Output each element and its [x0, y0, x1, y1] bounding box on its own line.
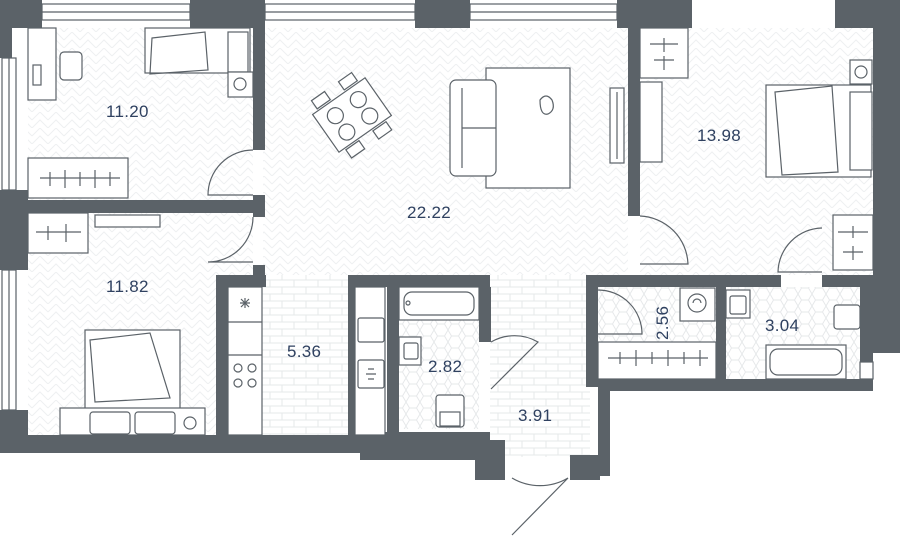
furniture-bedroom-3	[639, 27, 874, 271]
room-area-hallway: 3.91	[518, 406, 552, 425]
room-area-bedroom-1: 11.20	[106, 102, 149, 121]
windows	[1, 3, 618, 411]
furniture-living-room	[310, 67, 625, 189]
floor-hallway	[490, 275, 590, 457]
room-area-bedroom-3: 13.98	[697, 126, 741, 145]
furniture-bathroom-2	[725, 289, 874, 380]
furniture-kitchen	[227, 286, 386, 436]
floor-living-room	[263, 28, 628, 275]
room-area-bathroom: 2.82	[428, 357, 462, 376]
room-labels: 11.20 22.22 13.98 11.82 5.36 2.82 3.91 2…	[106, 102, 799, 425]
room-area-bedroom-2: 11.82	[106, 277, 149, 296]
room-area-laundry: 2.56	[653, 306, 672, 340]
doors	[207, 149, 823, 536]
room-area-bathroom-2: 3.04	[765, 316, 799, 335]
room-area-kitchen: 5.36	[287, 342, 321, 361]
furniture-bathroom	[398, 286, 480, 428]
furniture-laundry	[597, 287, 717, 380]
room-area-living-room: 22.22	[407, 203, 451, 222]
walls	[0, 0, 900, 480]
furniture-bedroom-1	[27, 27, 254, 199]
furniture-bedroom-2	[27, 212, 206, 436]
